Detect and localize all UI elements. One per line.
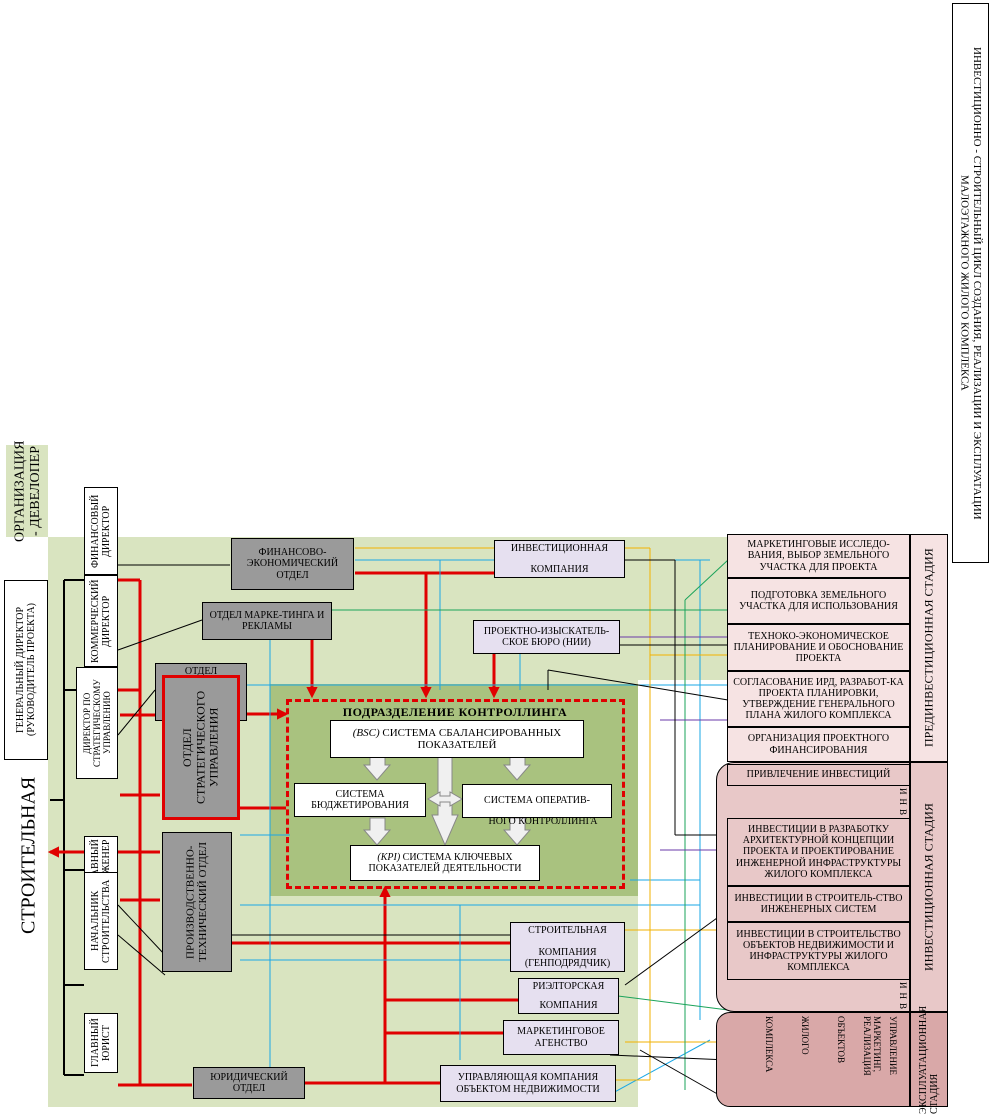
inv-vertical-2: ИНВЕСТИЦИИ <box>730 982 908 1012</box>
construction-head-box: НАЧАЛЬНИК СТРОИТЕЛЬСТВА <box>84 872 118 970</box>
marketing-dept: ОТДЕЛ МАРКЕ-ТИНГА И РЕКЛАМЫ <box>202 602 332 640</box>
pre-item-3: ТЕХНОКО-ЭКОНОМИЧЕСКОЕ ПЛАНИРОВАНИЕ И ОБО… <box>727 624 910 671</box>
controlling-title: ПОДРАЗДЕЛЕНИЕ КОНТРОЛЛИНГА <box>342 705 568 719</box>
production-dept: ПРОИЗВОДСТВЕННО-ТЕХНИЧЕСКИЙ ОТДЕЛ <box>162 832 232 972</box>
pre-item-1: МАРКЕТИНГОВЫЕ ИССЛЕДО-ВАНИЯ, ВЫБОР ЗЕМЕЛ… <box>727 534 910 578</box>
org-green-tab <box>6 445 48 537</box>
investment-stage-label: ИНВЕСТИЦИОННАЯ СТАДИЯ <box>910 762 948 1012</box>
kpi-prefix: (KPI) <box>377 851 401 863</box>
inv-item-3: ИНВЕСТИЦИИ В СТРОИТЕЛЬ-СТВО ИНЖЕНЕРНЫХ С… <box>727 886 910 922</box>
op-col-5: КОМПЛЕКСА <box>764 1016 774 1073</box>
bsc-label: СИСТЕМА СБАЛАНСИРОВАННЫХ ПОКАЗАТЕЛЕЙ <box>382 726 562 751</box>
construction-company-l1: СТРОИТЕЛЬНАЯ <box>528 925 607 936</box>
operative-label: СИСТЕМА ОПЕРАТИВ- <box>484 795 590 807</box>
pre-item-2: ПОДГОТОВКА ЗЕМЕЛЬНОГО УЧАСТКА ДЛЯ ИСПОЛЬ… <box>727 578 910 624</box>
inv-vertical-1: ИНВЕСТИЦИИ <box>730 788 908 818</box>
realtor-company: РИЭЛТОРСКАЯ КОМПАНИЯ <box>518 978 619 1014</box>
realtor-company-l2: КОМПАНИЯ <box>539 999 598 1011</box>
inv-item-2: ИНВЕСТИЦИИ В РАЗРАБОТКУ АРХИТЕКТУРНОЙ КО… <box>727 818 910 886</box>
operative-box: СИСТЕМА ОПЕРАТИВ- <box>462 784 612 818</box>
construction-company-l2: КОМПАНИЯ (ГЕНПОДРЯДЧИК) <box>524 946 611 969</box>
investment-cycle-box: ИНВЕСТИЦИОННО - СТРОИТЕЛЬНЫЙ ЦИКЛ СОЗДАН… <box>952 3 989 563</box>
realtor-company-l1: РИЭЛТОРСКАЯ <box>532 981 605 992</box>
controlling-division <box>286 699 625 889</box>
strategic-director-box: ДИРЕКТОР ПО СТРАТЕГИЧЕСКОМУ УПРАВЛЕНИЮ <box>76 667 118 779</box>
op-col-1: УПРАВЛЕНИЕ <box>888 1016 898 1075</box>
budgeting-box: СИСТЕМА БЮДЖЕТИРОВАНИЯ <box>294 783 426 817</box>
pre-item-5: ОРГАНИЗАЦИЯ ПРОЕКТНОГО ФИНАНСИРОВАНИЯ <box>727 727 910 762</box>
strategic-dept: ОТДЕЛ СТРАТЕГИЧЕСКОГО УПРАВЛЕНИЯ <box>162 675 240 820</box>
inv-item-1: ПРИВЛЕЧЕНИЕ ИНВЕСТИЦИЙ <box>727 764 910 786</box>
pre-item-4: СОГЛАСОВАНИЕ ИРД, РАЗРАБОТ-КА ПРОЕКТА ПЛ… <box>727 671 910 727</box>
chief-lawyer-box: ГЛАВНЫЙ ЮРИСТ <box>84 1013 118 1073</box>
investment-company-l2: КОМПАНИЯ <box>530 563 589 575</box>
fin-econ-dept: ФИНАНСОВО-ЭКОНОМИЧЕСКИЙ ОТДЕЛ <box>231 538 354 590</box>
inv-item-4: ИНВЕСТИЦИИ В СТРОИТЕЛЬСТВО ОБЪЕКТОВ НЕДВ… <box>727 922 910 980</box>
investment-company-l1: ИНВЕСТИЦИОННАЯ <box>510 543 609 554</box>
operational-stage <box>716 1012 910 1107</box>
kpi-label: СИСТЕМА КЛЮЧЕВЫХ ПОКАЗАТЕЛЕЙ ДЕЯТЕЛЬНОСТ… <box>368 851 522 874</box>
commercial-director-box: КОММЕРЧЕСКИЙ ДИРЕКТОР <box>84 575 118 667</box>
operative-label-2: НОГО КОНТРОЛЛИНГА <box>488 816 598 827</box>
operational-stage-label: ЭКСПЛУАТАЦИОННАЯ СТАДИЯ <box>910 1005 948 1114</box>
bsc-box: (BSC) СИСТЕМА СБАЛАНСИРОВАННЫХ ПОКАЗАТЕЛ… <box>330 720 584 758</box>
pre-investment-label: ПРЕДИНВЕСТИЦИОННАЯ СТАДИЯ <box>910 534 948 762</box>
design-bureau: ПРОЕКТНО-ИЗЫСКАТЕЛЬ-СКОЕ БЮРО (НИИ) <box>473 620 620 654</box>
org-title: ОРГАНИЗАЦИЯ - ДЕВЕЛОПЕР <box>12 440 43 542</box>
construction-company: СТРОИТЕЛЬНАЯ КОМПАНИЯ (ГЕНПОДРЯДЧИК) <box>510 922 625 972</box>
op-col-4: ЖИЛОГО <box>800 1016 810 1055</box>
construction-label: СТРОИТЕЛЬНАЯ <box>17 776 40 934</box>
financial-director-box: ФИНАНСОВЫЙ ДИРЕКТОР <box>84 487 118 575</box>
general-director-box: ГЕНЕРАЛЬНЫЙ ДИРЕКТОР (РУКОВОДИТЕЛЬ ПРОЕК… <box>4 580 48 760</box>
marketing-agency: МАРКЕТИНГОВОЕ АГЕНСТВО <box>503 1020 619 1055</box>
management-company: УПРАВЛЯЮЩАЯ КОМПАНИЯ ОБЪЕКТОМ НЕДВИЖИМОС… <box>440 1065 616 1102</box>
legal-dept: ЮРИДИЧЕСКИЙ ОТДЕЛ <box>193 1067 305 1099</box>
op-col-3: ОБЪЕКТОВ <box>836 1016 846 1064</box>
investment-company: ИНВЕСТИЦИОННАЯ КОМПАНИЯ <box>494 540 625 578</box>
op-col-2: МАРКЕТИНГ, РЕАЛИЗАЦИЯ <box>862 1016 882 1076</box>
bsc-prefix: (BSC) <box>352 726 380 739</box>
kpi-box: (KPI) СИСТЕМА КЛЮЧЕВЫХ ПОКАЗАТЕЛЕЙ ДЕЯТЕ… <box>350 845 540 881</box>
